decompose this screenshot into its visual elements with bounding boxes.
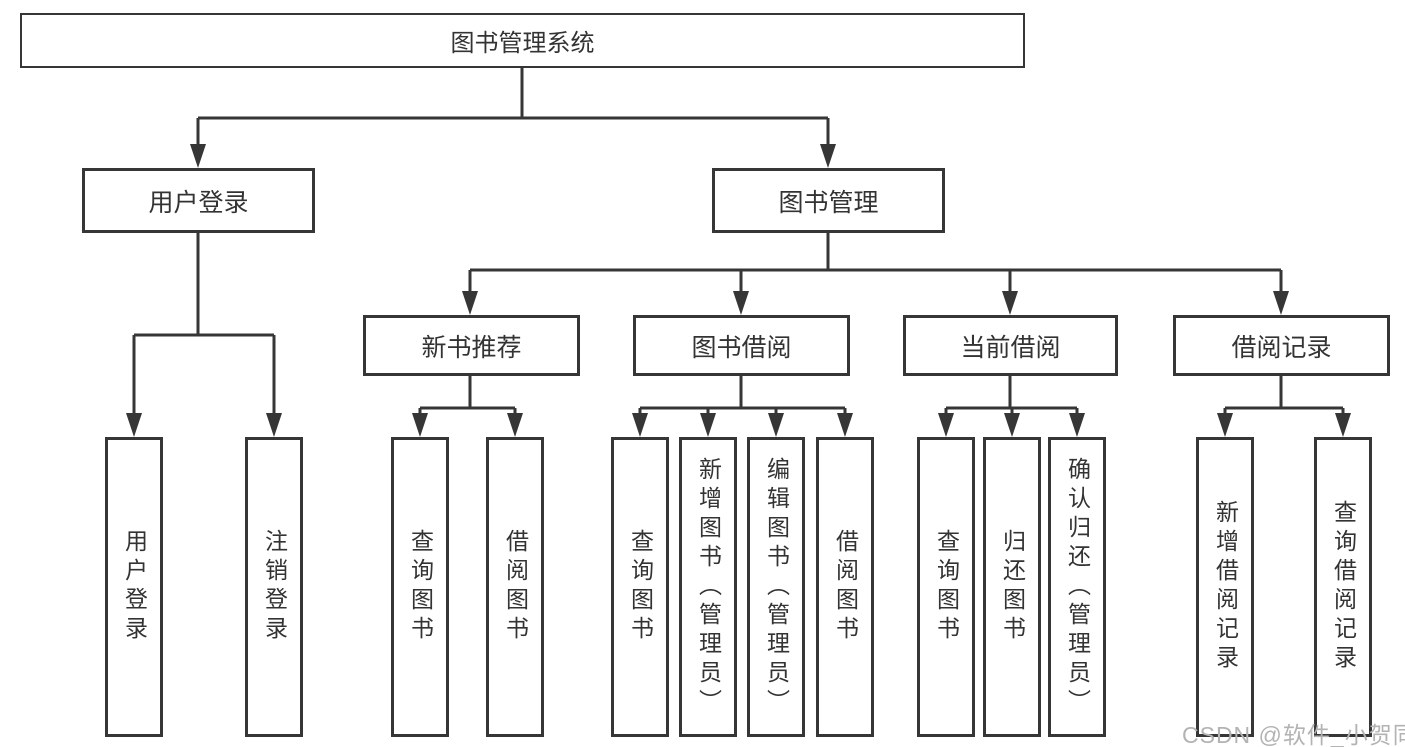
- leaf-label: 新增借阅记录: [1212, 500, 1239, 674]
- node-book-borrow: 图书借阅: [633, 315, 850, 376]
- leaf-label: 新增图书（管理员）: [695, 456, 722, 718]
- node-leaf-query-books-recommend: 查询图书: [391, 437, 449, 737]
- node-book-management-module: 图书管理: [712, 168, 945, 233]
- node-leaf-edit-books-admin: 编辑图书（管理员）: [747, 437, 805, 737]
- leaf-label: 用户登录: [121, 529, 148, 645]
- node-current-borrow: 当前借阅: [903, 315, 1118, 376]
- node-borrow-record: 借阅记录: [1173, 315, 1390, 376]
- node-leaf-logout: 注销登录: [245, 437, 303, 737]
- node-leaf-query-books-current: 查询图书: [917, 437, 975, 737]
- leaf-label: 查询图书: [407, 529, 434, 645]
- node-leaf-query-books-borrow: 查询图书: [611, 437, 669, 737]
- csdn-watermark: CSDN @软件_小贺同学: [1182, 722, 1405, 747]
- node-leaf-user-login: 用户登录: [105, 437, 163, 737]
- node-leaf-return-books: 归还图书: [983, 437, 1041, 737]
- leaf-label: 编辑图书（管理员）: [763, 456, 790, 718]
- leaf-label: 归还图书: [999, 529, 1026, 645]
- leaf-label: 确认归还（管理员）: [1064, 456, 1091, 718]
- arrowheads: [126, 144, 1351, 437]
- node-leaf-add-books-admin: 新增图书（管理员）: [679, 437, 737, 737]
- leaf-label: 查询图书: [933, 529, 960, 645]
- node-leaf-borrow-books-recommend: 借阅图书: [486, 437, 544, 737]
- node-new-book-recommend: 新书推荐: [363, 315, 580, 376]
- node-user-login-module: 用户登录: [82, 168, 315, 233]
- node-root-library-system: 图书管理系统: [20, 13, 1025, 68]
- node-leaf-query-borrow-record: 查询借阅记录: [1314, 437, 1372, 737]
- leaf-label: 借阅图书: [832, 529, 859, 645]
- leaf-label: 注销登录: [261, 529, 288, 645]
- node-leaf-borrow-books: 借阅图书: [816, 437, 874, 737]
- leaf-label: 查询借阅记录: [1330, 500, 1357, 674]
- node-leaf-add-borrow-record: 新增借阅记录: [1196, 437, 1254, 737]
- leaf-label: 借阅图书: [502, 529, 529, 645]
- node-leaf-confirm-return-admin: 确认归还（管理员）: [1048, 437, 1106, 737]
- leaf-label: 查询图书: [627, 529, 654, 645]
